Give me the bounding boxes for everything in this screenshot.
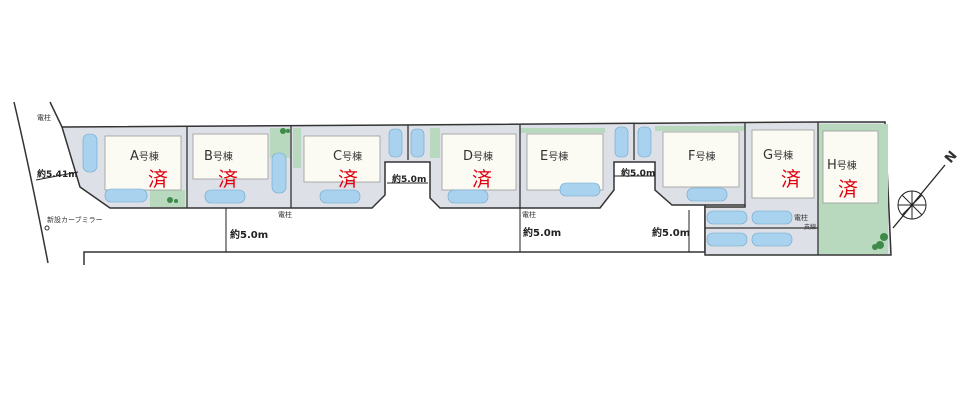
lot-label-d: D号棟 [463,149,494,164]
sold-mark-g: 済 [781,167,801,191]
lot-label-a: A号棟 [130,149,159,164]
house-c [303,135,381,183]
pole-label-bc: 電柱 [278,211,292,219]
lot-label-f: F号棟 [688,149,716,164]
dim-gap-cd: 約5.0m [392,175,427,185]
compass-icon [892,164,946,229]
house-a [104,135,182,191]
house-d [441,133,517,191]
sold-mark-h: 済 [838,177,858,201]
sold-mark-a: 済 [148,167,168,191]
dim-left-road: 約5.41m [37,170,78,180]
house-h [822,130,879,204]
mirror-marker [44,225,50,231]
road-edge-left [13,101,49,264]
pole-label-e: 電柱 [522,211,536,219]
pole-label-g: 電柱 [794,214,808,222]
parking-cars [82,126,793,247]
dim-road-f: 約5.0m [652,228,691,239]
house-f [662,131,740,188]
dim-gap-ef: 約5.0m [621,169,656,179]
trees [167,128,888,250]
lot-label-b: B号棟 [204,149,233,164]
lot-label-g: G号棟 [763,148,794,163]
house-b [192,133,269,180]
lot-label-h: H号棟 [827,158,857,173]
pole-label-top: 電柱 [37,114,51,122]
mirror-label: 新設カーブミラー [47,216,103,224]
guy-wire-label: 支線 [804,224,817,231]
sold-mark-b: 済 [218,167,238,191]
house-g [751,129,815,199]
dim-road-b: 約5.0m [230,230,269,241]
dim-road-e: 約5.0m [523,228,562,239]
lot-label-e: E号棟 [540,149,569,164]
sold-mark-c: 済 [338,167,358,191]
lot-label-c: C号棟 [333,149,363,164]
sold-mark-d: 済 [472,167,492,191]
